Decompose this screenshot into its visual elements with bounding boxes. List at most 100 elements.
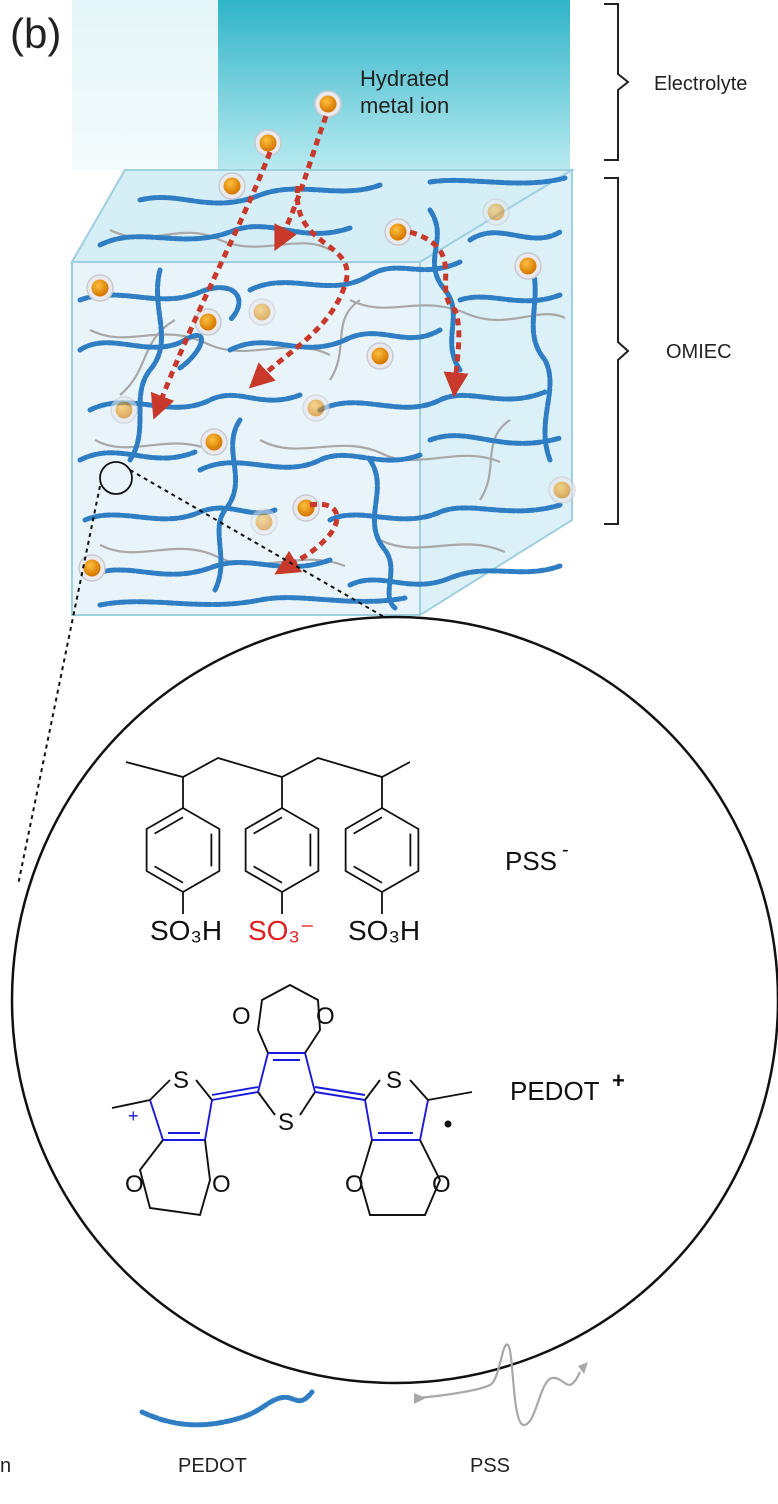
atom-s: S	[173, 1067, 189, 1094]
metal-ion	[110, 396, 138, 424]
zoom-source-circle	[99, 461, 133, 495]
pedot-plus-charge: +	[128, 1106, 139, 1126]
metal-ion	[482, 198, 510, 226]
metal-ion	[194, 308, 222, 336]
diffusion-arrow	[274, 501, 340, 575]
pedot-strand	[137, 182, 383, 206]
pedot-strand	[127, 267, 165, 463]
pedot-strand	[467, 229, 563, 243]
pss-strand	[379, 539, 506, 554]
legend-pss-label: PSS	[470, 1455, 510, 1477]
atom-o: O	[316, 1003, 335, 1030]
pedot-strand	[317, 389, 548, 413]
so3h-left: SO₃H	[150, 915, 222, 946]
pedot-structure	[111, 983, 473, 1217]
pedot-strand	[527, 257, 553, 463]
legend-pss-arrowhead	[414, 1393, 426, 1404]
metal-ion	[314, 90, 342, 118]
thiophene-left	[111, 1079, 213, 1217]
metal-ion	[218, 172, 246, 200]
pss-structure	[125, 757, 420, 914]
so3-minus: SO₃⁻	[248, 915, 315, 946]
thiophene-middle	[257, 983, 321, 1116]
pss-strand	[479, 419, 511, 501]
pedot-strand	[97, 224, 353, 248]
hydrated-ion-label-line1: Hydrated	[360, 66, 449, 91]
pedot-strand	[227, 327, 443, 353]
zoom-circle	[10, 615, 778, 1385]
metal-ion	[86, 274, 114, 302]
pedot-strand	[82, 505, 278, 523]
metal-ion	[248, 298, 276, 326]
zoom-line-left	[17, 485, 101, 886]
pedot-strand	[77, 285, 242, 323]
pedot-strand	[427, 433, 563, 446]
panel-label: (b)	[10, 10, 61, 57]
metal-ion	[548, 476, 576, 504]
pedot-strand	[327, 502, 563, 523]
hydrated-ion-label-line2: metal ion	[360, 93, 449, 118]
pss-strand	[94, 439, 216, 453]
pedot-label-text: PEDOT	[510, 1076, 600, 1106]
pedot-strand	[457, 292, 563, 304]
atom-o: O	[345, 1171, 364, 1198]
legend-pedot-swatch	[139, 1389, 315, 1428]
pedot-strand	[97, 595, 408, 608]
ion-diffusion-arrows	[150, 115, 469, 575]
ring-double-bond	[353, 816, 383, 835]
pss-strand	[119, 319, 176, 396]
omiec-brace	[604, 177, 630, 525]
metal-ion	[200, 428, 228, 456]
diffusion-arrow	[274, 115, 329, 252]
pedot-strands	[77, 175, 568, 611]
omiec-cube	[70, 168, 576, 617]
pss-strand	[349, 299, 566, 322]
ring-double-bond	[154, 865, 184, 884]
metal-ion	[302, 394, 330, 422]
ring-double-bond	[154, 816, 184, 835]
pss-label: PSS -	[505, 839, 569, 876]
diffusion-arrow	[248, 185, 350, 389]
metal-ion	[366, 342, 394, 370]
pss-label-charge: -	[562, 839, 569, 861]
radical-dot	[444, 1120, 452, 1128]
metal-ion	[514, 252, 542, 280]
pedot-strand	[212, 417, 243, 593]
pedot-strand	[347, 563, 563, 588]
ring-double-bond	[253, 865, 283, 884]
atom-o: O	[232, 1003, 251, 1030]
legend-pedot-label: PEDOT	[178, 1455, 247, 1477]
metal-ion	[78, 554, 106, 582]
pedot-label: PEDOT +	[510, 1068, 625, 1106]
legend-pss-swatch	[417, 1343, 581, 1427]
metal-ion	[384, 218, 412, 246]
atom-s: S	[386, 1067, 402, 1094]
pedot-label-charge: +	[612, 1068, 625, 1093]
metal-ion	[254, 129, 282, 157]
pedot-atoms: S S S O O O O O O	[125, 1003, 451, 1198]
legend-partial-label: n	[0, 1455, 11, 1477]
metal-ion	[292, 494, 320, 522]
omiec-label: OMIEC	[666, 341, 732, 363]
thiophene-right	[359, 1079, 473, 1216]
pedot-strand	[247, 259, 463, 293]
metal-ions	[78, 90, 576, 582]
atom-o: O	[432, 1171, 451, 1198]
pedot-strand	[427, 175, 568, 186]
legend: n PEDOT PSS	[0, 1343, 588, 1477]
pss-label-text: PSS	[505, 846, 557, 876]
ring-double-bond	[353, 865, 383, 884]
pedot-strand	[367, 457, 398, 611]
electrolyte-brace	[604, 3, 630, 161]
so3h-right: SO₃H	[348, 915, 420, 946]
electrolyte-label: Electrolyte	[654, 73, 747, 95]
pss-strand	[259, 439, 501, 464]
atom-o: O	[212, 1171, 231, 1198]
electrolyte-region	[72, 0, 570, 170]
ring-double-bond	[253, 816, 283, 835]
legend-pss-arrowhead	[578, 1362, 588, 1374]
atom-s: S	[278, 1109, 294, 1136]
metal-ion	[250, 508, 278, 536]
pss-strand	[329, 299, 361, 381]
